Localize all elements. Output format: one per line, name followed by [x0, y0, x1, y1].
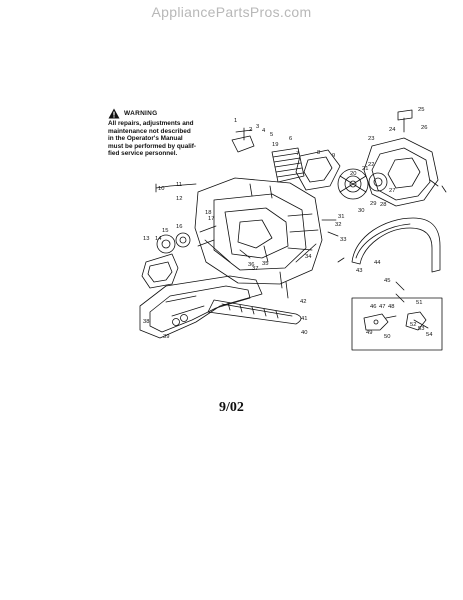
front-handle-drawing [351, 217, 441, 273]
fastener-drawing [239, 179, 447, 303]
callout-label: 26 [421, 125, 427, 131]
callout-label: 36 [248, 262, 254, 268]
callout-label: 35 [262, 261, 268, 267]
detail-inset-drawing [351, 297, 443, 351]
callout-label: 50 [384, 334, 390, 340]
callout-label: 39 [163, 334, 169, 340]
warning-title: WARNING [124, 109, 158, 117]
callout-label: 10 [158, 186, 164, 192]
warning-line: must be performed by qualif- [108, 142, 197, 150]
callout-label: 22 [368, 162, 374, 168]
warning-line: in the Operator's Manual [108, 135, 183, 143]
callout-label: 20 [350, 171, 356, 177]
callout-label: 17 [208, 216, 214, 222]
callout-label: 42 [300, 299, 306, 305]
callout-label: 45 [384, 278, 390, 284]
callout-label: 14 [155, 236, 162, 242]
callout-label: 9 [332, 153, 335, 159]
callout-label: 53 [418, 326, 424, 332]
callout-label: 5 [270, 132, 273, 138]
callout-label: 6 [289, 136, 292, 142]
callout-label: 28 [380, 202, 386, 208]
pulley-drawing [368, 172, 388, 192]
callout-label: 1 [234, 118, 237, 124]
callout-label: 47 [379, 304, 385, 310]
flywheel-drawing [337, 168, 369, 200]
warning-header: WARNING [108, 108, 220, 119]
callout-label: 13 [143, 236, 149, 242]
callout-label: 49 [366, 330, 372, 336]
callout-label: 31 [338, 214, 344, 220]
cylinder-drawing [271, 147, 305, 183]
callout-label: 15 [162, 228, 168, 234]
callout-label: 41 [301, 316, 307, 322]
warning-line: maintenance not described [108, 127, 191, 135]
callout-label: 27 [389, 188, 395, 194]
callout-label: 40 [301, 330, 307, 336]
callout-label: 25 [418, 107, 424, 113]
callout-label: 7 [296, 151, 299, 157]
callout-label: 4 [262, 128, 266, 134]
revision-date: 9/02 [219, 400, 244, 415]
callout-label: 33 [340, 237, 346, 243]
callout-label: 30 [358, 208, 364, 214]
callout-label: 8 [317, 150, 320, 156]
callout-label: 54 [426, 332, 433, 338]
callout-label: 11 [176, 182, 182, 188]
callout-label: 21 [362, 166, 368, 172]
callout-label: 51 [416, 300, 422, 306]
callout-label: 12 [176, 196, 182, 202]
callout-label: 2 [249, 127, 252, 133]
callout-label: 16 [176, 224, 182, 230]
bar-nut-drawing [172, 314, 188, 326]
callout-label: 34 [305, 254, 312, 260]
callout-label: 29 [370, 201, 376, 207]
callout-label: 32 [335, 222, 341, 228]
site-watermark: AppliancePartsPros.com [151, 4, 312, 20]
warning-notice: WARNING All repairs, adjustments and mai… [108, 108, 220, 158]
callout-label: 46 [370, 304, 376, 310]
bolt-drawing [155, 183, 197, 193]
callout-label: 44 [374, 260, 381, 266]
callout-label: 38 [143, 319, 149, 325]
callout-label: 48 [388, 304, 394, 310]
guide-bar-drawing [207, 299, 302, 325]
callout-label: 24 [389, 127, 396, 133]
engine-housing-drawing [194, 177, 323, 285]
callout-label: 52 [410, 322, 416, 328]
callout-label: 3 [256, 124, 259, 130]
callout-label: 19 [272, 142, 278, 148]
chain-cover-drawing [139, 275, 263, 339]
callout-label: 37 [252, 266, 258, 272]
callout-label: 23 [368, 136, 374, 142]
clutch-drawing [141, 232, 191, 289]
warning-triangle-icon [108, 108, 120, 119]
callout-label: 43 [356, 268, 362, 274]
callout-label: 18 [205, 210, 211, 216]
warning-line: All repairs, adjustments and [108, 120, 194, 127]
air-filter-drawing [231, 127, 341, 191]
warning-line: fied service personnel. [108, 150, 178, 158]
